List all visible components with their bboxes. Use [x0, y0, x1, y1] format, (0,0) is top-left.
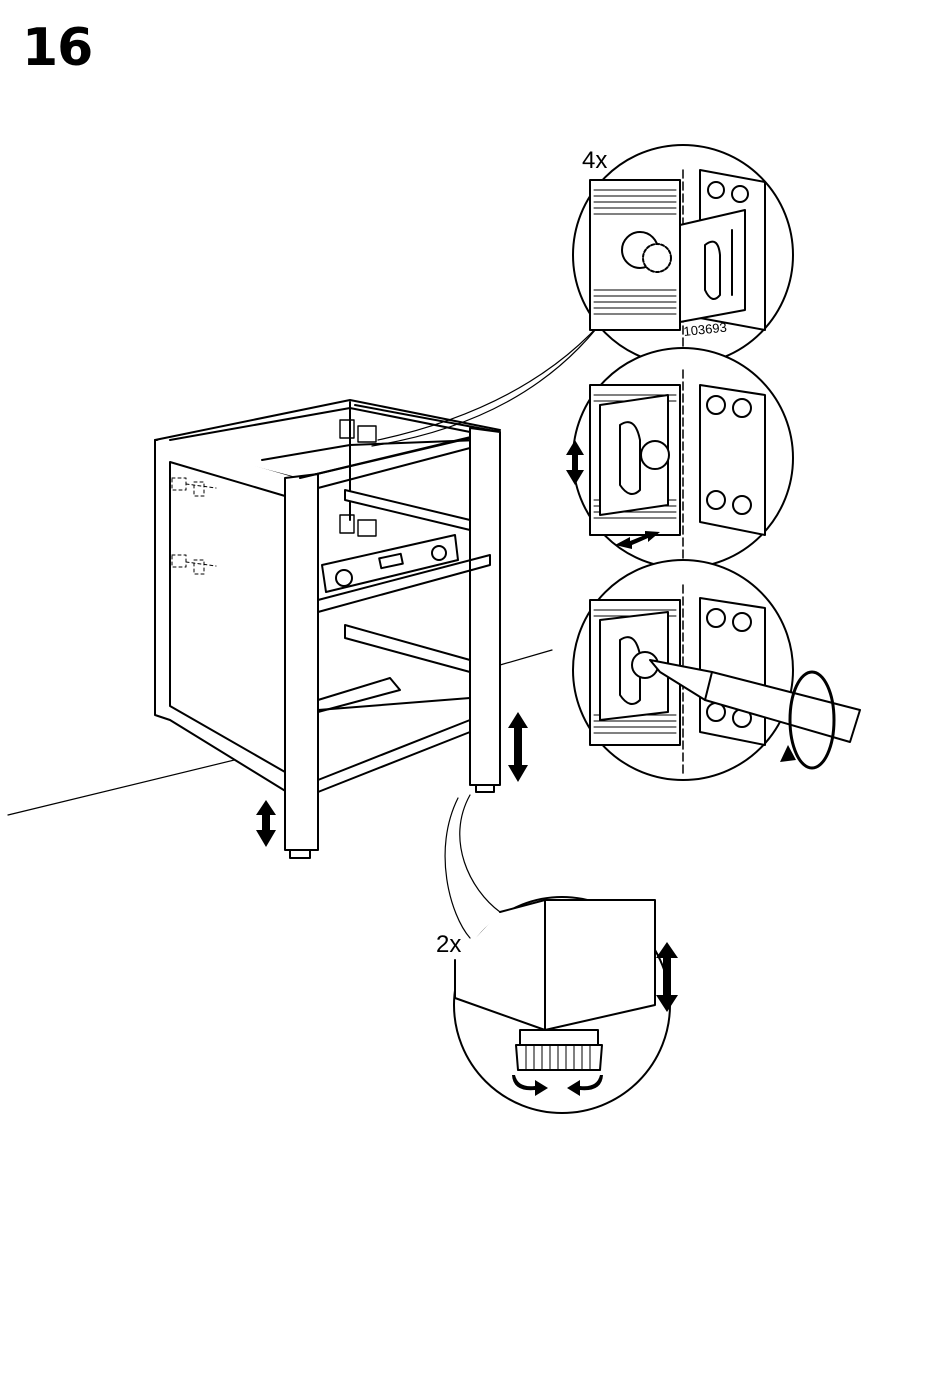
adjustable-foot-icon	[516, 1030, 602, 1070]
callout-bracket-slide	[573, 348, 793, 570]
level-tool-icon	[322, 535, 458, 592]
callout-adjustable-foot	[454, 897, 678, 1113]
foot-quantity-label: 2x	[436, 931, 461, 958]
bracket-quantity-label: 4x	[582, 147, 607, 174]
leader-line-foot	[460, 795, 500, 912]
cabinet-frame	[155, 400, 500, 858]
